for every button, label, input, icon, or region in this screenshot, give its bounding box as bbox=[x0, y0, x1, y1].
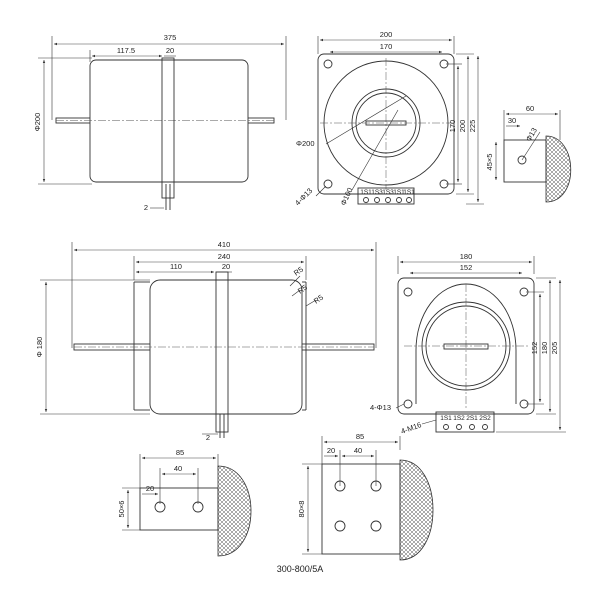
dim-v225: 225 bbox=[468, 120, 477, 133]
dim-2: 2 bbox=[144, 203, 148, 212]
dim-30: 30 bbox=[508, 116, 516, 125]
dim-v152: 152 bbox=[530, 342, 539, 355]
section-50x6: 50×6 bbox=[117, 501, 126, 518]
bottom-terminal-block bbox=[435, 411, 495, 433]
dim-20-a: 20 bbox=[146, 484, 154, 493]
dim-40-a: 40 bbox=[174, 464, 182, 473]
label-r5-1: R5 bbox=[292, 265, 305, 278]
dim-40-b: 40 bbox=[354, 446, 362, 455]
bar-detail-b: 85 20 40 80×8 bbox=[297, 432, 434, 561]
bottom-terminal-plate bbox=[215, 271, 229, 433]
label-holes-b: 4-Φ13 bbox=[370, 403, 391, 412]
dim-85-b: 85 bbox=[356, 432, 364, 441]
dim-dia-200: Φ200 bbox=[33, 113, 42, 132]
svg-text:1S1: 1S1 bbox=[360, 189, 372, 196]
bottom-terminal-labels: 1S1 1S2 2S1 2S2 bbox=[440, 415, 491, 422]
label-r5-3: R5 bbox=[312, 293, 325, 306]
top-side-view: 375 117.5 20 Φ200 2 bbox=[33, 33, 287, 212]
top-bar-plate bbox=[503, 139, 547, 183]
dim-110: 110 bbox=[170, 262, 182, 271]
dim-20-b: 20 bbox=[222, 262, 230, 271]
svg-text:1S2: 1S2 bbox=[453, 415, 465, 422]
top-terminal-block bbox=[357, 187, 415, 205]
svg-text:1S3: 1S3 bbox=[382, 189, 394, 196]
dim-375: 375 bbox=[164, 33, 177, 42]
section-45x5: 45×5 bbox=[485, 154, 494, 171]
dim-2-b: 2 bbox=[206, 433, 210, 442]
bottom-front-view: 180 152 4-Φ13 4-M16 1S1 1S2 2S1 2S2 bbox=[370, 252, 566, 436]
dim-v205: 205 bbox=[550, 342, 559, 355]
svg-text:1S1: 1S1 bbox=[403, 189, 415, 196]
top-front-view: 200 170 Φ200 Φ100 4-Φ13 1S1 1S3 1S3 1S1 … bbox=[293, 30, 484, 207]
dim-v170: 170 bbox=[448, 120, 457, 133]
dim-20: 20 bbox=[166, 46, 174, 55]
dim-dia-180: Φ 180 bbox=[35, 337, 44, 358]
svg-text:2S2: 2S2 bbox=[479, 415, 491, 422]
section-80x8: 80×8 bbox=[297, 501, 306, 518]
label-holes: 4-Φ13 bbox=[293, 186, 314, 207]
dim-v200: 200 bbox=[458, 120, 467, 133]
dim-200: 200 bbox=[380, 30, 393, 39]
top-cylinder-body bbox=[89, 59, 249, 183]
dim-410: 410 bbox=[218, 240, 231, 249]
dim-117-5: 117.5 bbox=[117, 46, 135, 55]
dim-240: 240 bbox=[218, 252, 231, 261]
svg-text:1S1: 1S1 bbox=[440, 415, 452, 422]
bar-a-hatch bbox=[217, 465, 252, 557]
dim-180: 180 bbox=[460, 252, 473, 261]
label-m16: 4-M16 bbox=[400, 420, 423, 436]
label-dia-200: Φ200 bbox=[296, 139, 315, 148]
bar-b-plate bbox=[321, 463, 401, 555]
label-hole: Φ13 bbox=[524, 126, 539, 143]
dim-170: 170 bbox=[380, 42, 393, 51]
bar-detail-a: 85 40 20 50×6 bbox=[117, 448, 252, 557]
top-terminal-labels: 1S1 1S3 1S3 1S1 1S1 bbox=[360, 189, 415, 196]
svg-text:2S1: 2S1 bbox=[466, 415, 478, 422]
dim-20-bb: 20 bbox=[327, 446, 335, 455]
top-bar-hole bbox=[517, 155, 527, 165]
top-terminal-plate bbox=[161, 57, 175, 199]
dim-60: 60 bbox=[526, 104, 534, 113]
svg-text:1S1: 1S1 bbox=[393, 189, 405, 196]
drawing-caption: 300-800/5A bbox=[277, 564, 324, 574]
bar-b-hatch bbox=[399, 459, 434, 561]
svg-text:1S3: 1S3 bbox=[371, 189, 383, 196]
top-bar-hatch bbox=[545, 135, 572, 203]
dim-85-a: 85 bbox=[176, 448, 184, 457]
bottom-side-view: 410 240 110 20 Φ 180 2 R5 R5 bbox=[35, 240, 377, 442]
dim-152: 152 bbox=[460, 263, 473, 272]
dim-v180: 180 bbox=[540, 342, 549, 355]
top-bar-detail: 60 30 Φ13 45×5 bbox=[485, 104, 572, 203]
